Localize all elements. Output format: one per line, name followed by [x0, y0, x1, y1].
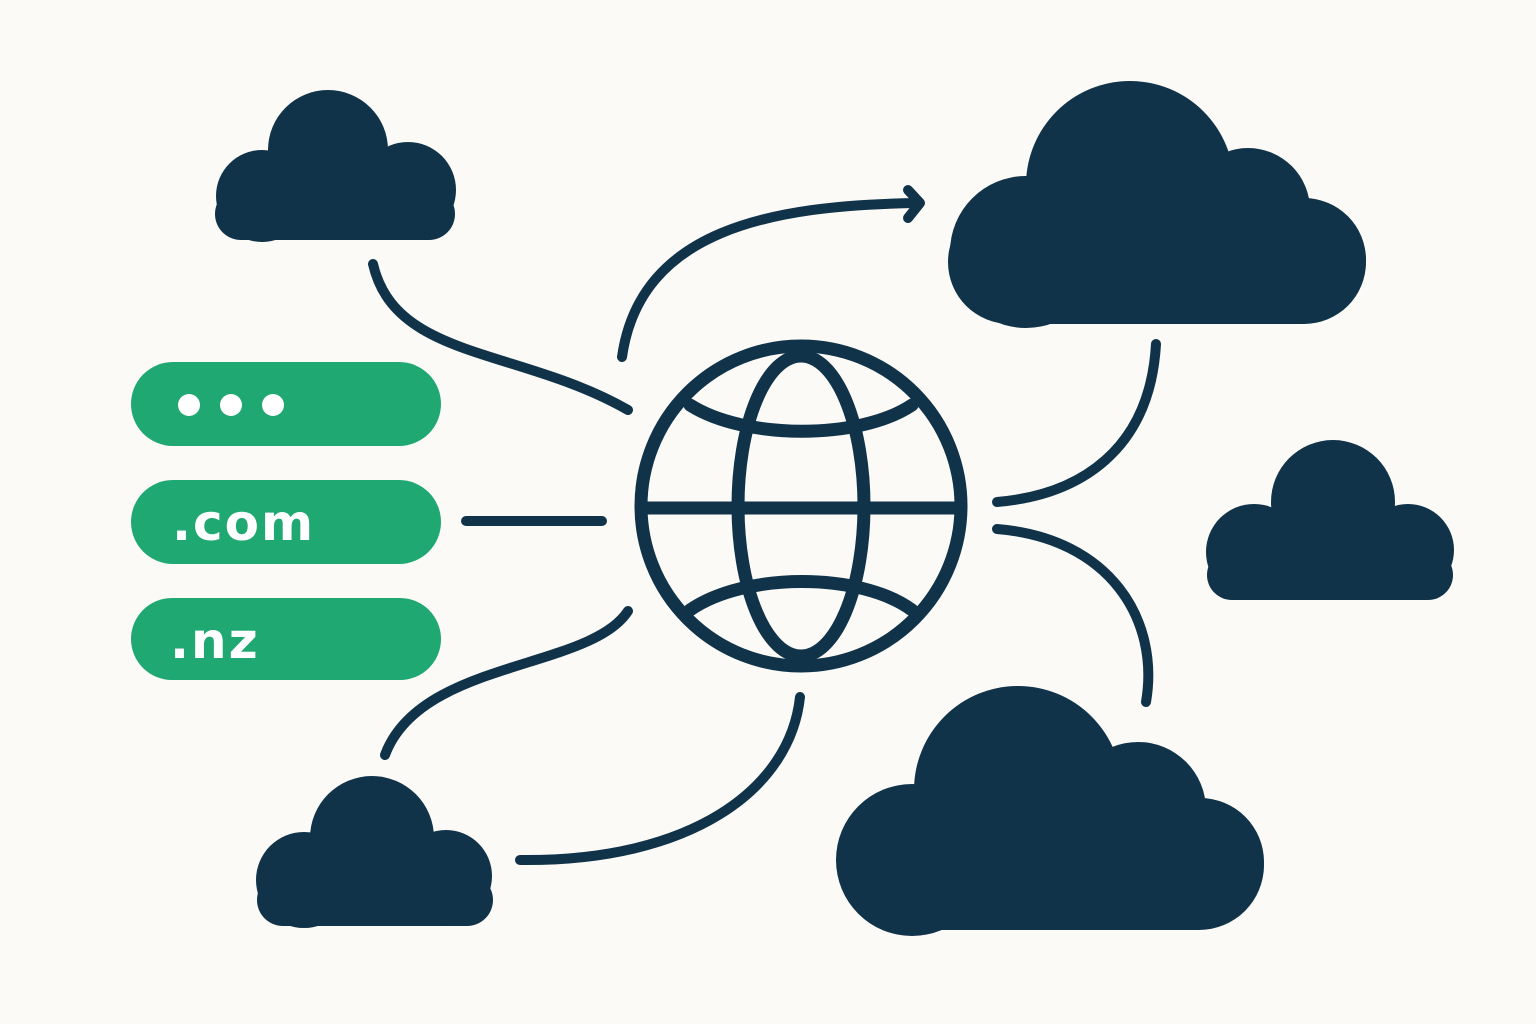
- cloud-top-left: [215, 90, 456, 242]
- connector-topleft-cloud-to-globe: [368, 259, 633, 415]
- connector-globe-to-topright-cloud: [617, 198, 923, 362]
- cloud-top-right: [948, 81, 1366, 328]
- domain-pill-label: .nz: [170, 612, 260, 670]
- ellipsis-icon: [178, 394, 284, 416]
- connector-globe-to-bottomleft-cloud-upper: [380, 606, 633, 760]
- arrowhead-icon: [903, 185, 925, 223]
- connector-globe-to-bottomright-cloud: [992, 524, 1154, 707]
- cloud-bottom-left: [256, 776, 493, 928]
- domain-pill-label: .com: [172, 494, 315, 552]
- globe-icon: [634, 339, 968, 673]
- domain-pill-nz[interactable]: .nz: [131, 598, 441, 680]
- connector-globe-to-bottomleft-cloud-lower: [515, 692, 805, 866]
- domain-pill-com[interactable]: .com: [131, 480, 441, 564]
- cloud-middle-right: [1206, 440, 1454, 600]
- domain-pill-ellipsis[interactable]: [131, 362, 441, 446]
- connector-topright-cloud-to-globe: [992, 339, 1161, 507]
- cloud-bottom-right: [836, 686, 1264, 936]
